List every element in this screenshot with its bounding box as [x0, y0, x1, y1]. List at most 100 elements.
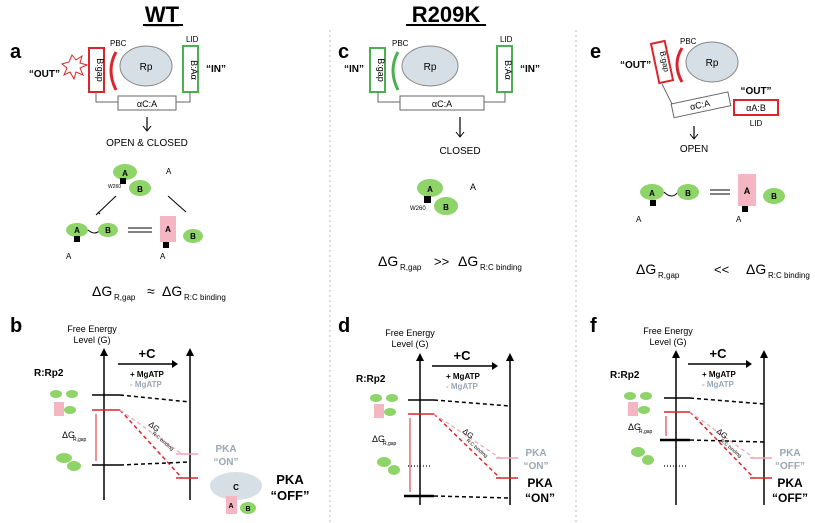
mini-off-b: [54, 402, 64, 416]
dash-bottom-b: [119, 461, 191, 466]
axis-right-f-head: [760, 350, 768, 358]
panel-c-schematic: “IN” B:gap PBC Rp LID B:Aα “IN” αC:A CLO…: [344, 35, 540, 272]
pka-on-label-d1: PKA: [525, 448, 546, 459]
dg-bind-c-sub: R:C binding: [480, 263, 522, 272]
aonbon-label-c: A: [470, 182, 476, 192]
mini-off-d: [374, 404, 384, 418]
dash-bottom-d: [433, 495, 511, 499]
pka-off-label-f1: PKA: [779, 448, 800, 459]
complex-b-b-label: B: [245, 506, 250, 513]
energy-title-d2: Level (G): [391, 339, 428, 349]
ac-label-a: αC:A: [137, 99, 157, 109]
ac-box-c: [399, 95, 485, 111]
domain-a-e-label: A: [649, 189, 655, 198]
aonbon-label-e: A: [636, 215, 642, 224]
complex-a-b-label: A: [228, 503, 233, 510]
mini-ext-d-b: [386, 394, 398, 402]
mgatp-plus-d: + MgATP: [446, 372, 481, 381]
domain-b-e: [677, 184, 699, 200]
axis-left-d-head: [416, 353, 424, 361]
mini-off-f-domain: [638, 406, 650, 414]
domain-b-e-label: B: [685, 189, 691, 198]
panel-a-schematic: “OUT” B:gap PBC Rp LID B:Aα “IN” αC:A OP…: [29, 35, 226, 149]
rrp2-b: R:Rp2: [34, 368, 64, 379]
domain-a-top: [113, 164, 137, 180]
pka-off-state-f2: “OFF”: [772, 491, 808, 505]
state-open: OPEN: [680, 144, 708, 155]
dg-bind-d-sub: R:C binding: [465, 438, 489, 460]
dash-pink-d: [433, 413, 501, 459]
down-arrowhead-a: [142, 125, 152, 132]
axis-left-b-head: [100, 348, 108, 356]
pka-on-label-b: PKA: [215, 444, 236, 455]
label-pbc-a: PBC: [110, 39, 127, 48]
w260-square-a: [120, 178, 126, 184]
panel-letter-e: e: [590, 41, 601, 63]
dash-pink-f: [689, 411, 755, 459]
domain-b-c: [434, 197, 458, 215]
label-in-c-left: “IN”: [344, 64, 364, 75]
w260-square-left: [74, 236, 80, 242]
label-lid-c: LID: [500, 35, 513, 44]
pka-on-state-d1: “ON”: [524, 461, 549, 472]
dg-gap-e-sub: R,gap: [658, 271, 680, 280]
down-arrowhead-c: [455, 131, 465, 138]
dg-gap-a: ΔG: [92, 283, 112, 299]
plus-c-f: +C: [710, 346, 728, 361]
dg-gap-b: ΔG: [62, 430, 75, 440]
rp-ellipse-e: [685, 41, 739, 83]
pbc-arc-e: [675, 47, 684, 83]
dg-gap-e: ΔG: [636, 261, 656, 277]
dash-red-b: [119, 409, 183, 479]
bgap-box-e: [649, 39, 675, 85]
panel-a-relation: ΔG R,gap ≈ ΔG R:C binding: [92, 283, 226, 302]
dg-gap-c-sub: R,gap: [400, 263, 422, 272]
domain-b-left-label: B: [105, 226, 111, 235]
mgatp-minus-f: - MgATP: [702, 380, 735, 389]
dg-gap-d-sub: R,gap: [383, 441, 397, 447]
rrp2-f: R:Rp2: [610, 370, 640, 381]
mgatp-plus-f: + MgATP: [702, 370, 737, 379]
label-out-e: “OUT”: [620, 60, 651, 71]
dg-bind-e-sub: R:C binding: [768, 271, 810, 280]
domain-a-off-label: A: [165, 225, 171, 234]
state-closed: CLOSED: [439, 146, 480, 157]
pbc-arc-a: [109, 51, 118, 91]
w260-square-off-e: [742, 206, 748, 212]
w260-label-a: W260: [108, 184, 121, 190]
dg-bind-c: ΔG: [458, 253, 478, 269]
pka-off-label-f2: PKA: [777, 476, 803, 490]
panel-letter-a: a: [10, 41, 22, 63]
mgatp-minus-b: - MgATP: [130, 380, 163, 389]
dg-bind-b-sub: R:C binding: [151, 431, 175, 453]
relation-ll: <<: [714, 262, 729, 277]
w260-square-off: [163, 242, 169, 248]
catalytic-label-b: C: [233, 483, 239, 492]
rrp2-d: R:Rp2: [356, 374, 386, 385]
dg-bind-a-sub: R:C binding: [184, 293, 226, 302]
aoffbon-label-a: A: [160, 252, 166, 261]
panel-letter-b: b: [10, 315, 22, 337]
domain-a-off: [160, 216, 176, 242]
energy-diagram-b: Free Energy Level (G) +C + MgATP - MgATP…: [34, 324, 310, 514]
ac-label-e: αC:A: [689, 98, 711, 112]
linker-left-c: [377, 92, 400, 103]
dash-red-f: [689, 411, 755, 479]
dash-top-b: [119, 394, 191, 403]
label-lid-a: LID: [186, 35, 199, 44]
energy-title-b1: Free Energy: [67, 324, 117, 334]
mini-ext-b-b: [66, 390, 78, 398]
mini-off-d-domain: [384, 408, 396, 416]
bgap-label-c: B:gap: [376, 58, 386, 82]
header-r209k: R209K: [412, 2, 481, 27]
w260-square-c: [424, 196, 431, 203]
label-rp-e: Rp: [706, 58, 719, 69]
mini-on-f-a: [631, 447, 645, 457]
linker-right-a: [176, 92, 191, 103]
down-arrowhead-e: [689, 133, 699, 140]
domain-a-top-label: A: [122, 169, 128, 178]
eq-arrow-mid: [128, 227, 152, 233]
dash-top-d: [433, 399, 511, 407]
label-rp-a: Rp: [140, 62, 153, 73]
label-lid-e: LID: [750, 119, 763, 128]
